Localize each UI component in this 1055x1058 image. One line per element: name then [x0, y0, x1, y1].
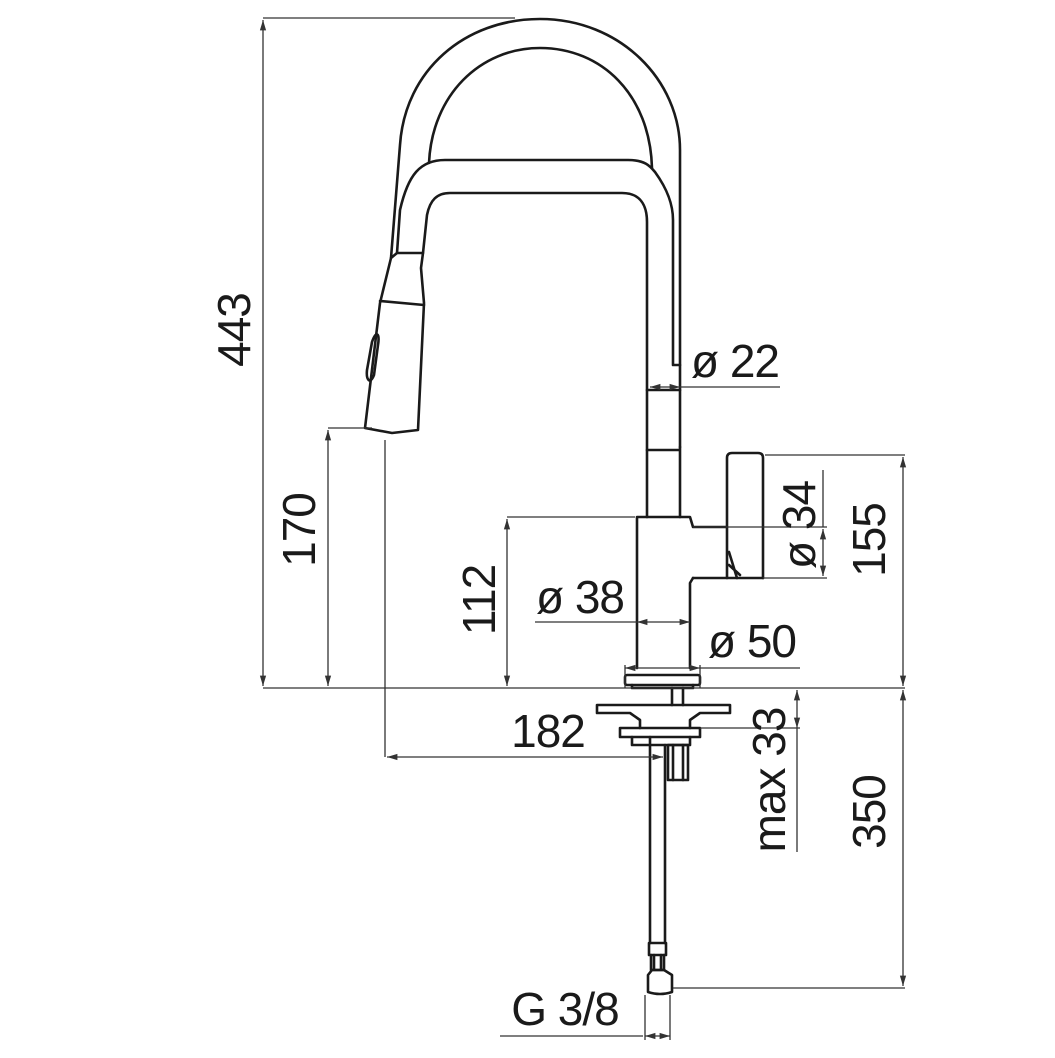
- hose-outer-arch: [389, 17, 682, 449]
- label-spout-height: 170: [273, 493, 325, 567]
- spout-stub: [645, 388, 682, 519]
- label-lever-height: 155: [843, 503, 895, 577]
- label-total-height: 443: [208, 293, 260, 367]
- spray-button: [365, 333, 380, 382]
- label-hose-diameter: ø 22: [691, 335, 779, 387]
- spray-head: [363, 251, 426, 435]
- supply-hose: [648, 735, 667, 945]
- label-connection-thread: G 3/8: [511, 983, 619, 1035]
- hose-inner-arch: [427, 46, 654, 170]
- label-reach: 182: [511, 705, 585, 757]
- faucet-outline: [363, 17, 765, 996]
- label-max-deck-thickness: max 33: [743, 708, 795, 853]
- label-lever-diameter: ø 34: [773, 481, 825, 569]
- hose-nut: [646, 968, 674, 996]
- spout-tube-outer: [395, 158, 682, 367]
- hose-ferrule: [647, 941, 668, 957]
- mounting-nut: [618, 726, 702, 739]
- label-hose-length: 350: [843, 775, 895, 849]
- base-flange: [623, 673, 702, 687]
- label-body-height: 112: [453, 565, 505, 635]
- threaded-stud: [666, 743, 690, 782]
- lever-handle: [725, 451, 765, 580]
- label-body-diameter: ø 38: [536, 571, 624, 623]
- dimension-labels: 443 170 112 182 ø 22 ø 34 155 ø 38 ø 50 …: [208, 293, 895, 1035]
- spout-tube-inner: [421, 191, 649, 519]
- label-base-diameter: ø 50: [708, 615, 796, 667]
- dimension-lines: [259, 17, 907, 1040]
- mounting-plate: [595, 703, 732, 730]
